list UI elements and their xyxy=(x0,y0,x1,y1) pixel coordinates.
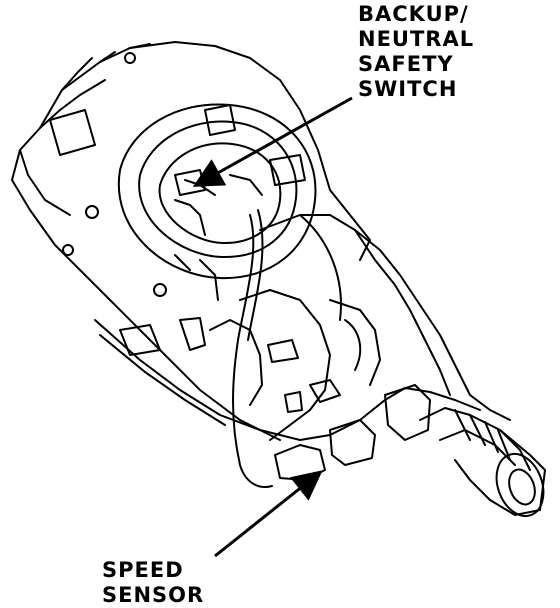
speed-sensor-label: SPEED SENSOR xyxy=(102,558,204,608)
transmission-illustration xyxy=(11,41,546,517)
speed-label-line-1: SPEED xyxy=(102,558,184,582)
backup-label-line-1: BACKUP/ xyxy=(358,2,469,26)
backup-label-line-3: SAFETY xyxy=(358,52,454,76)
speed-sensor-arrow xyxy=(214,470,323,558)
backup-switch-arrow xyxy=(192,96,353,187)
backup-label-line-2: NEUTRAL xyxy=(358,27,475,51)
backup-label-line-4: SWITCH xyxy=(358,77,458,101)
speed-label-line-2: SENSOR xyxy=(102,583,205,607)
backup-neutral-safety-switch-label: BACKUP/ NEUTRAL SAFETY SWITCH xyxy=(358,2,474,102)
